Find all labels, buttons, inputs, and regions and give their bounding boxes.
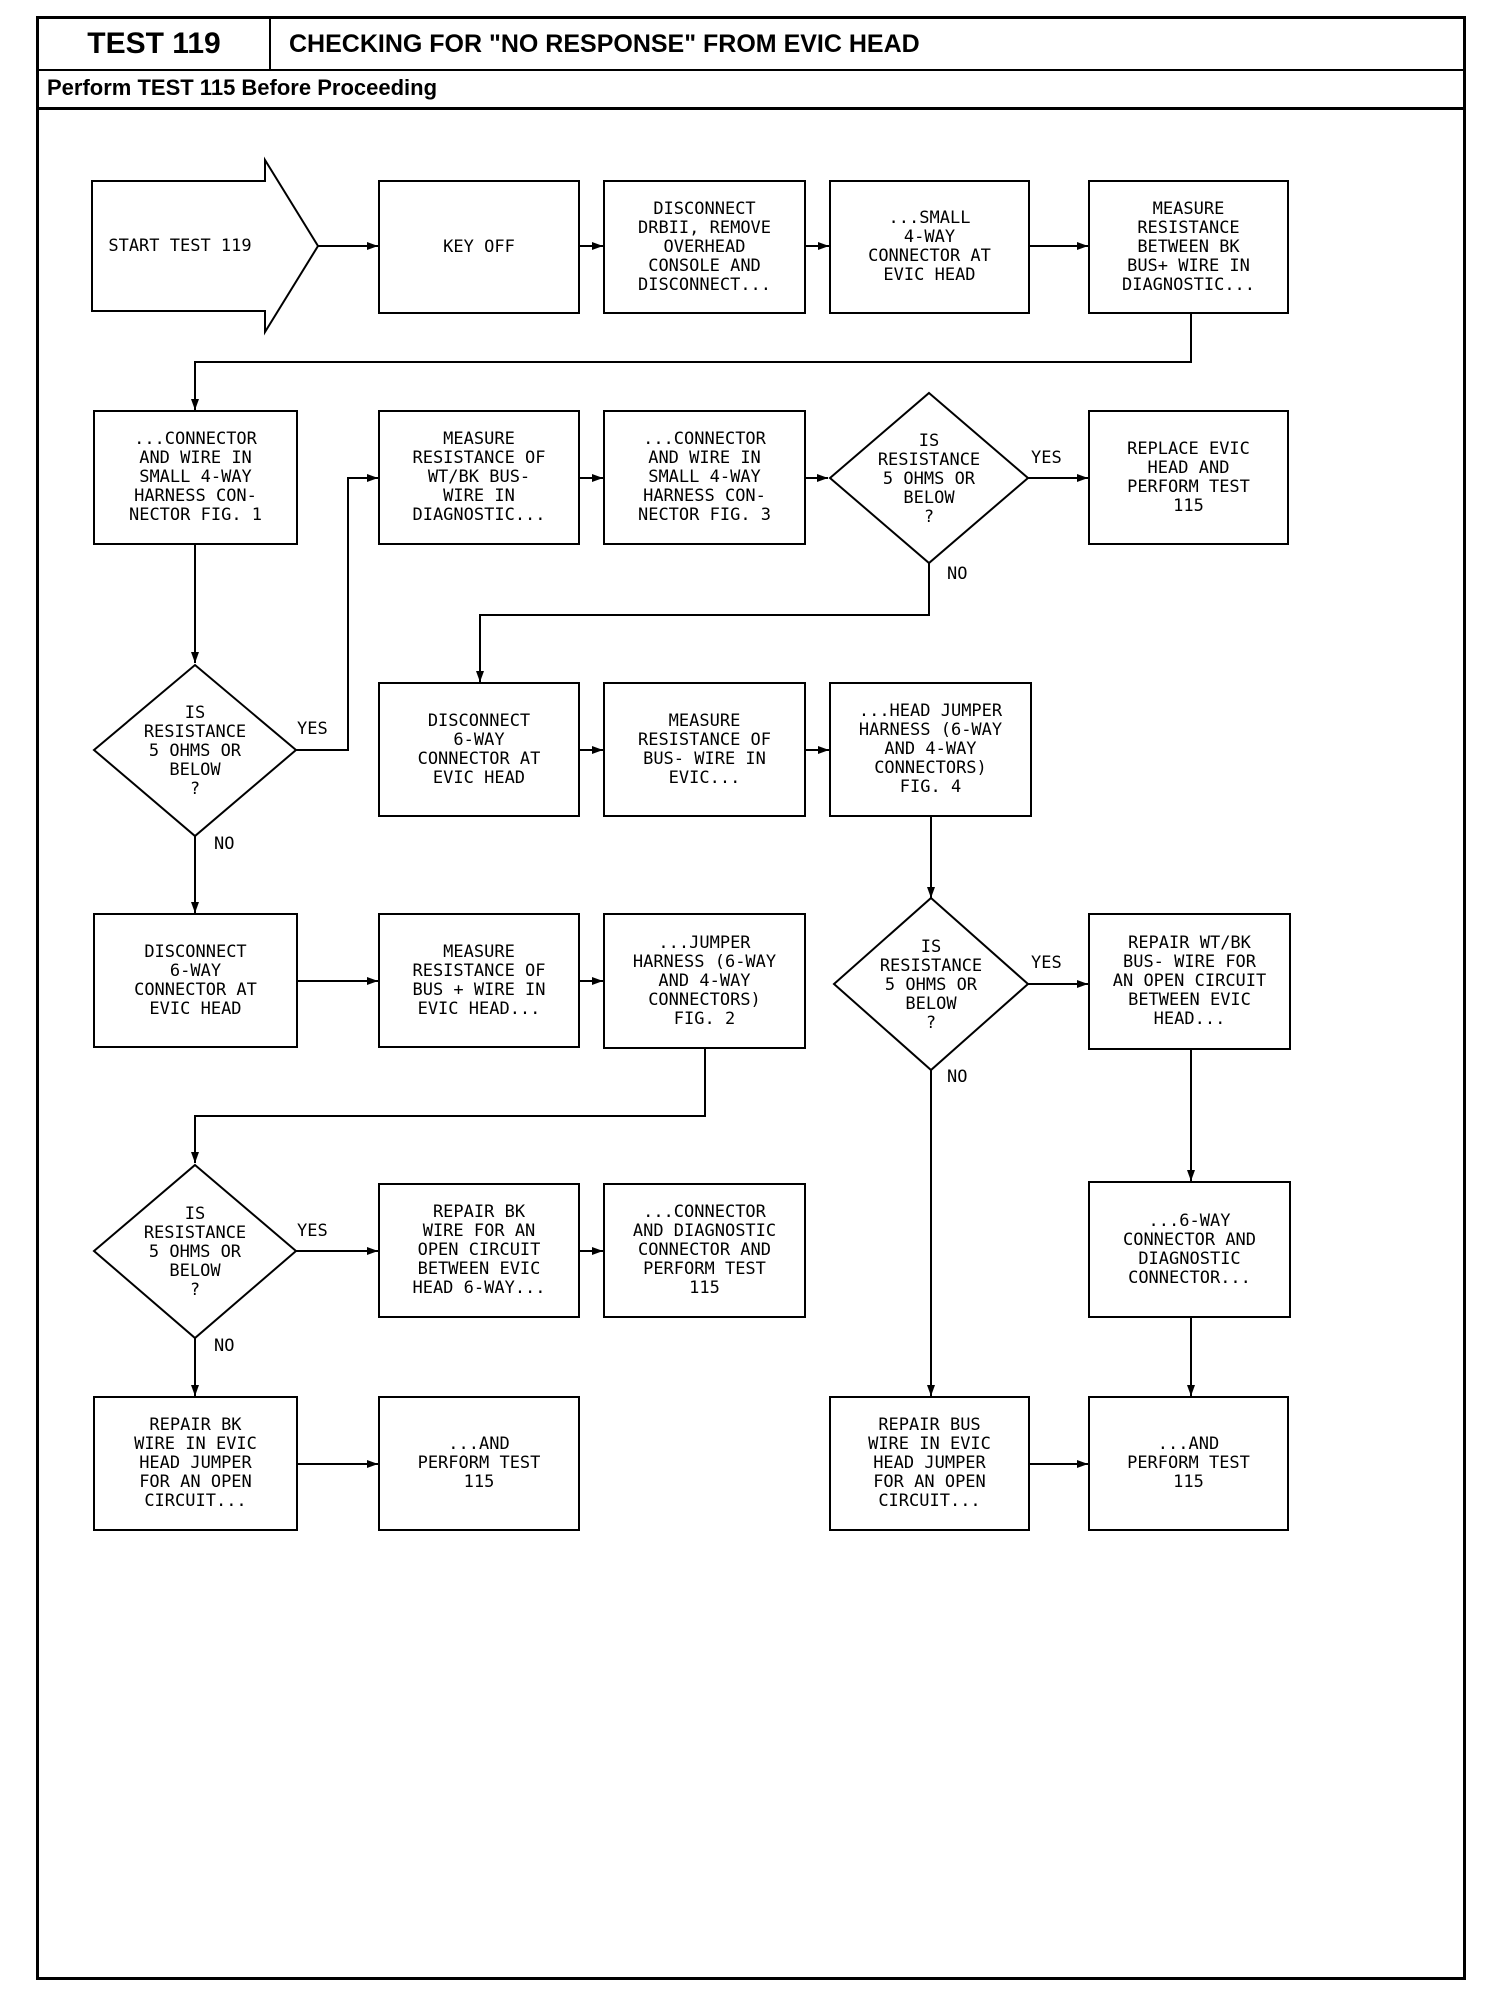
step-small-4way-connector: ...SMALL 4-WAY CONNECTOR AT EVIC HEAD bbox=[829, 180, 1030, 314]
yes-label: YES bbox=[1031, 448, 1062, 468]
start-terminal: START TEST 119 bbox=[108, 235, 252, 256]
step-connector-diag-perform: ...CONNECTOR AND DIAGNOSTIC CONNECTOR AN… bbox=[603, 1183, 806, 1318]
yes-label: YES bbox=[297, 1221, 328, 1241]
decision-diamond bbox=[828, 391, 1030, 565]
step-jumper-fig2: ...JUMPER HARNESS (6-WAY AND 4-WAY CONNE… bbox=[603, 913, 806, 1049]
no-label: NO bbox=[947, 1067, 968, 1087]
decision-resistance-b: IS RESISTANCE 5 OHMS OR BELOW ? bbox=[143, 702, 247, 799]
step-repair-bk-jumper: REPAIR BK WIRE IN EVIC HEAD JUMPER FOR A… bbox=[93, 1396, 298, 1531]
step-head-jumper-fig4: ...HEAD JUMPER HARNESS (6-WAY AND 4-WAY … bbox=[829, 682, 1032, 817]
step-perform-test-115-a: ...AND PERFORM TEST 115 bbox=[378, 1396, 580, 1531]
step-measure-bk-bus: MEASURE RESISTANCE BETWEEN BK BUS+ WIRE … bbox=[1088, 180, 1289, 314]
step-connector-fig3: ...CONNECTOR AND WIRE IN SMALL 4-WAY HAR… bbox=[603, 410, 806, 545]
test-title: CHECKING FOR "NO RESPONSE" FROM EVIC HEA… bbox=[289, 29, 920, 58]
step-connector-fig1: ...CONNECTOR AND WIRE IN SMALL 4-WAY HAR… bbox=[93, 410, 298, 545]
step-measure-bus-plus: MEASURE RESISTANCE OF BUS + WIRE IN EVIC… bbox=[378, 913, 580, 1048]
no-label: NO bbox=[947, 564, 968, 584]
start-terminal-shape bbox=[91, 156, 320, 336]
no-label: NO bbox=[214, 1336, 235, 1356]
test-number: TEST 119 bbox=[39, 19, 271, 69]
yes-label: YES bbox=[1031, 953, 1062, 973]
decision-diamond bbox=[92, 663, 298, 838]
step-repair-wtbk-bus: REPAIR WT/BK BUS- WIRE FOR AN OPEN CIRCU… bbox=[1088, 913, 1291, 1050]
header-divider bbox=[39, 107, 1463, 110]
decision-diamond bbox=[92, 1163, 298, 1340]
step-disconnect-drbii: DISCONNECT DRBII, REMOVE OVERHEAD CONSOL… bbox=[603, 180, 806, 314]
step-replace-evic-head: REPLACE EVIC HEAD AND PERFORM TEST 115 bbox=[1088, 410, 1289, 545]
step-perform-test-115-b: ...AND PERFORM TEST 115 bbox=[1088, 1396, 1289, 1531]
decision-diamond bbox=[832, 896, 1030, 1072]
step-disconnect-6way-a: DISCONNECT 6-WAY CONNECTOR AT EVIC HEAD bbox=[378, 682, 580, 817]
step-measure-wtbk: MEASURE RESISTANCE OF WT/BK BUS- WIRE IN… bbox=[378, 410, 580, 545]
no-label: NO bbox=[214, 834, 235, 854]
decision-resistance-d: IS RESISTANCE 5 OHMS OR BELOW ? bbox=[143, 1203, 247, 1300]
decision-resistance-c: IS RESISTANCE 5 OHMS OR BELOW ? bbox=[879, 936, 983, 1033]
decision-resistance-a: IS RESISTANCE 5 OHMS OR BELOW ? bbox=[877, 430, 981, 527]
step-measure-bus-minus: MEASURE RESISTANCE OF BUS- WIRE IN EVIC.… bbox=[603, 682, 806, 817]
step-key-off: KEY OFF bbox=[378, 180, 580, 314]
step-6way-diag-connector: ...6-WAY CONNECTOR AND DIAGNOSTIC CONNEC… bbox=[1088, 1181, 1291, 1318]
step-repair-bus-jumper: REPAIR BUS WIRE IN EVIC HEAD JUMPER FOR … bbox=[829, 1396, 1030, 1531]
yes-label: YES bbox=[297, 719, 328, 739]
test-prerequisite: Perform TEST 115 Before Proceeding bbox=[47, 75, 438, 100]
header-divider bbox=[39, 69, 1463, 71]
step-disconnect-6way-b: DISCONNECT 6-WAY CONNECTOR AT EVIC HEAD bbox=[93, 913, 298, 1048]
step-repair-bk-open-circuit: REPAIR BK WIRE FOR AN OPEN CIRCUIT BETWE… bbox=[378, 1183, 580, 1318]
